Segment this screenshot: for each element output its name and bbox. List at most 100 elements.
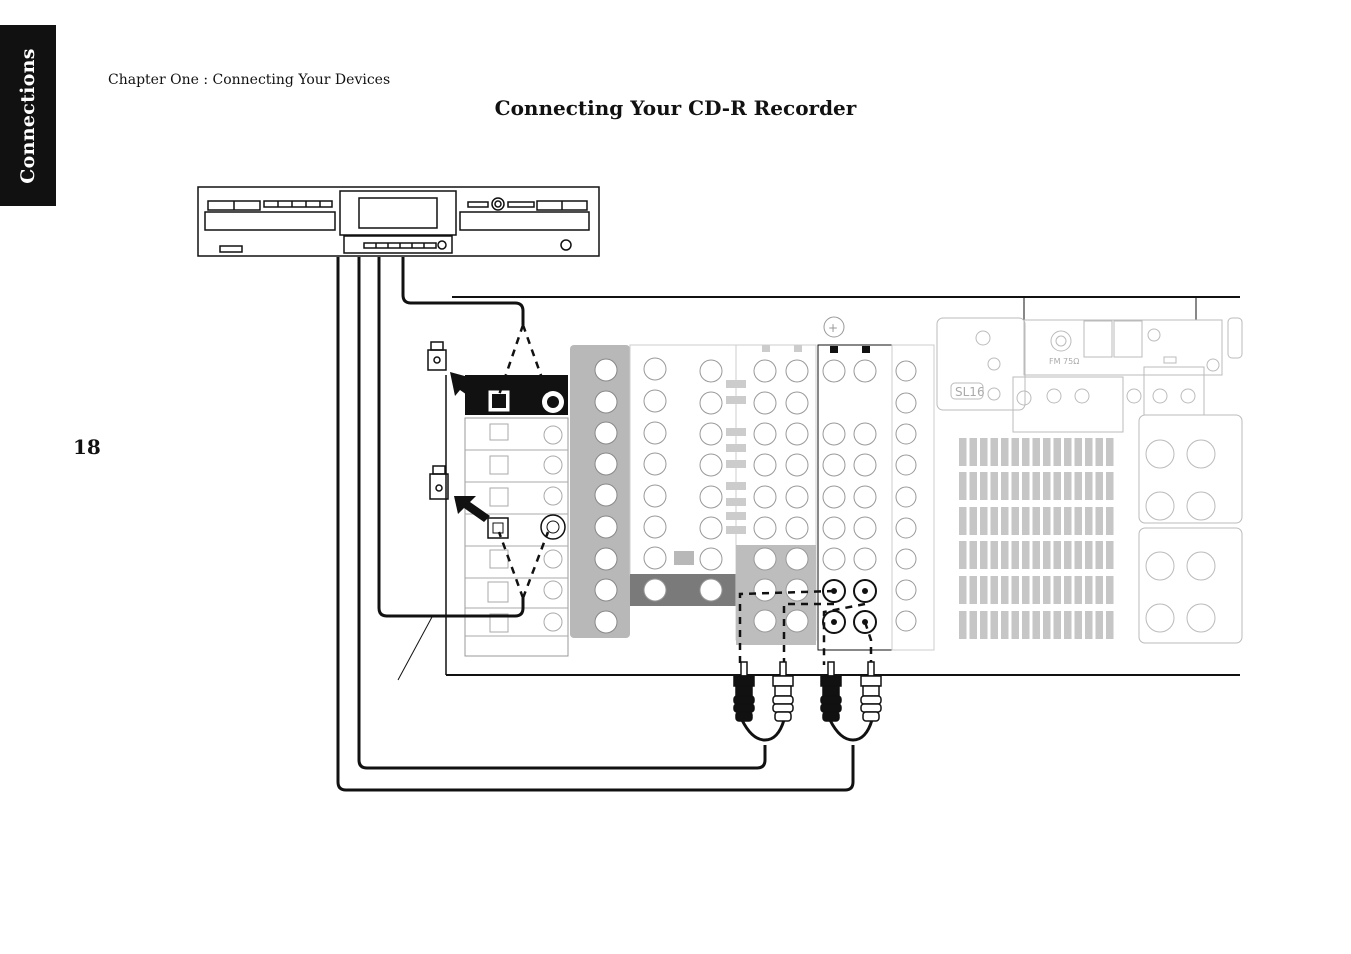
vent-slot bbox=[1043, 507, 1051, 535]
optical-plug-icon bbox=[427, 341, 449, 500]
arrow-icon bbox=[450, 372, 490, 522]
vent-slot bbox=[1085, 472, 1093, 500]
audio-jacks: + bbox=[726, 316, 935, 651]
vent-slot bbox=[1095, 576, 1103, 604]
vent-slot bbox=[969, 472, 977, 500]
vent-slot bbox=[1074, 438, 1082, 466]
vent-slot bbox=[1001, 438, 1009, 466]
page-number: 18 bbox=[73, 435, 101, 459]
cables bbox=[336, 257, 874, 792]
vent-slot bbox=[1001, 472, 1009, 500]
vent-slot bbox=[1022, 541, 1030, 569]
rca-plug-icon bbox=[733, 661, 755, 722]
vent-slot bbox=[990, 507, 998, 535]
vent-slot bbox=[1085, 507, 1093, 535]
vent-slot bbox=[990, 438, 998, 466]
vent-slot bbox=[1095, 541, 1103, 569]
vent-slot bbox=[1022, 438, 1030, 466]
vent-slot bbox=[980, 576, 988, 604]
side-tab: Connections bbox=[0, 25, 56, 206]
vent-slot bbox=[1106, 576, 1114, 604]
vent-slot bbox=[1053, 438, 1061, 466]
vent-slot bbox=[1064, 541, 1072, 569]
vent-slot bbox=[1064, 472, 1072, 500]
vent-slot bbox=[1032, 472, 1040, 500]
vent-slot bbox=[990, 472, 998, 500]
vent-slot bbox=[1095, 438, 1103, 466]
vent-slot bbox=[1032, 576, 1040, 604]
vent-slot bbox=[1043, 576, 1051, 604]
vent-slot bbox=[1074, 507, 1082, 535]
rca-plug-icon bbox=[820, 661, 842, 722]
vent-slot bbox=[1001, 576, 1009, 604]
svg-text:+: + bbox=[828, 321, 838, 335]
heat-sink-vents bbox=[959, 438, 1114, 639]
vent-slot bbox=[959, 541, 967, 569]
vent-slot bbox=[980, 438, 988, 466]
vent-slot bbox=[1032, 438, 1040, 466]
vent-slot bbox=[1064, 507, 1072, 535]
vent-slot bbox=[959, 576, 967, 604]
vent-slot bbox=[969, 576, 977, 604]
vent-slot bbox=[1074, 541, 1082, 569]
vent-slot bbox=[1095, 611, 1103, 639]
vent-slot bbox=[969, 611, 977, 639]
vent-slot bbox=[1011, 611, 1019, 639]
vent-slot bbox=[980, 541, 988, 569]
vent-slot bbox=[1022, 576, 1030, 604]
vent-slot bbox=[990, 541, 998, 569]
vent-slot bbox=[969, 541, 977, 569]
vent-slot bbox=[1053, 541, 1061, 569]
vent-slot bbox=[1106, 507, 1114, 535]
vent-slot bbox=[1074, 576, 1082, 604]
vent-slot bbox=[1032, 541, 1040, 569]
antenna-label: FM 75Ω bbox=[1049, 357, 1079, 366]
page-title: Connecting Your CD-R Recorder bbox=[494, 96, 857, 120]
vent-slot bbox=[1022, 507, 1030, 535]
vent-slot bbox=[1022, 611, 1030, 639]
vent-slot bbox=[959, 611, 967, 639]
rca-plug-icon bbox=[860, 661, 882, 722]
vent-slot bbox=[1043, 541, 1051, 569]
dashed-guides bbox=[497, 324, 873, 665]
vent-slot bbox=[959, 438, 967, 466]
vent-slot bbox=[1106, 472, 1114, 500]
svideo-column bbox=[629, 344, 737, 606]
vent-slot bbox=[1011, 438, 1019, 466]
vent-slot bbox=[1043, 472, 1051, 500]
vent-slot bbox=[1064, 576, 1072, 604]
vent-slot bbox=[1053, 507, 1061, 535]
vent-slot bbox=[1064, 438, 1072, 466]
vent-slot bbox=[1106, 541, 1114, 569]
vent-slot bbox=[1032, 611, 1040, 639]
digital-inputs bbox=[464, 375, 569, 657]
right-modules: FM 75Ω SL16 bbox=[936, 317, 1243, 644]
vent-slot bbox=[1095, 472, 1103, 500]
vent-slot bbox=[1053, 611, 1061, 639]
vent-slot bbox=[1106, 438, 1114, 466]
vent-slot bbox=[1085, 576, 1093, 604]
vent-slot bbox=[1106, 611, 1114, 639]
vent-slot bbox=[1095, 507, 1103, 535]
vent-slot bbox=[980, 611, 988, 639]
chapter-heading: Chapter One : Connecting Your Devices bbox=[108, 72, 391, 88]
vent-slot bbox=[1085, 611, 1093, 639]
vent-slot bbox=[1085, 438, 1093, 466]
vent-slot bbox=[959, 472, 967, 500]
vent-slot bbox=[1011, 507, 1019, 535]
vent-slot bbox=[1085, 541, 1093, 569]
vent-slot bbox=[1043, 611, 1051, 639]
vent-slot bbox=[990, 611, 998, 639]
vent-slot bbox=[1053, 576, 1061, 604]
vent-slot bbox=[969, 438, 977, 466]
vent-slot bbox=[959, 507, 967, 535]
vent-slot bbox=[1043, 438, 1051, 466]
rca-plugs bbox=[733, 661, 882, 722]
receiver-rear-panel bbox=[445, 296, 1240, 676]
vent-slot bbox=[1032, 507, 1040, 535]
vent-slot bbox=[1074, 611, 1082, 639]
model-label: SL16 bbox=[955, 385, 985, 399]
vent-slot bbox=[969, 507, 977, 535]
vent-slot bbox=[1064, 611, 1072, 639]
